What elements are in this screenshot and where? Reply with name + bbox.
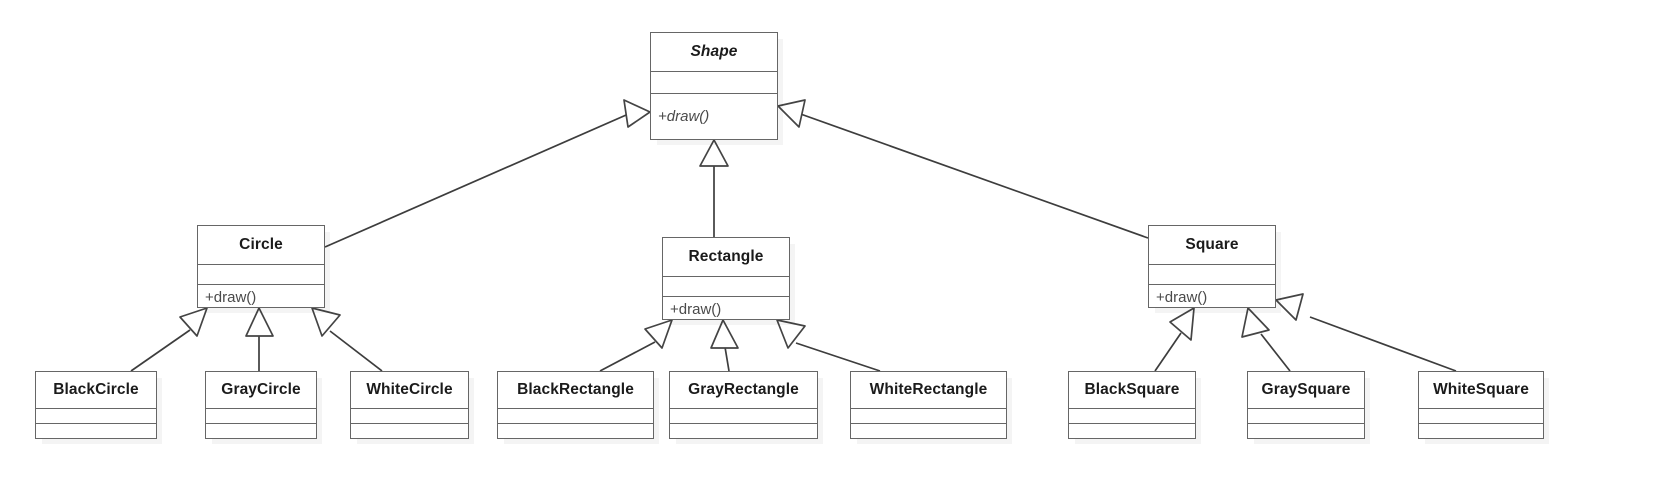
edge-graycircle-to-circle	[245, 307, 274, 371]
class-box-whitecircle[interactable]: WhiteCircle	[350, 371, 469, 439]
class-attributes-shape	[651, 71, 777, 93]
edge-blackcircle-to-circle	[130, 307, 208, 372]
class-operations-grayrectangle	[670, 423, 817, 438]
edge-blacksquare-to-square	[1154, 307, 1195, 372]
edge-whitesquare-to-square	[1275, 293, 1457, 372]
class-attributes-blackcircle	[36, 408, 156, 423]
class-box-grayrectangle[interactable]: GrayRectangle	[669, 371, 818, 439]
edge-circle-to-shape	[324, 99, 651, 248]
class-attributes-graycircle	[206, 408, 316, 423]
class-operations-whiterectangle	[851, 423, 1006, 438]
class-name-blackcircle: BlackCircle	[53, 381, 139, 398]
class-box-rectangle[interactable]: Rectangle +draw()	[662, 237, 790, 320]
class-operations-blackrectangle	[498, 423, 653, 438]
class-box-shape[interactable]: Shape +draw()	[650, 32, 778, 140]
class-operations-whitecircle	[351, 423, 468, 438]
class-attributes-whitesquare	[1419, 408, 1543, 423]
edge-graysquare-to-square	[1241, 307, 1291, 372]
class-name-blacksquare: BlackSquare	[1084, 381, 1180, 398]
edge-blackrectangle-to-rectangle	[599, 319, 673, 372]
class-box-graycircle[interactable]: GrayCircle	[205, 371, 317, 439]
class-box-whiterectangle[interactable]: WhiteRectangle	[850, 371, 1007, 439]
class-attributes-whitecircle	[351, 408, 468, 423]
class-name-graysquare: GraySquare	[1261, 381, 1351, 398]
class-box-blackrectangle[interactable]: BlackRectangle	[497, 371, 654, 439]
class-operations-blackcircle	[36, 423, 156, 438]
class-operations-rectangle: +draw()	[663, 296, 789, 321]
class-name-whitecircle: WhiteCircle	[366, 381, 453, 398]
class-name-shape: Shape	[690, 43, 738, 60]
class-attributes-circle	[198, 264, 324, 284]
class-operations-blacksquare	[1069, 423, 1195, 438]
class-name-blackrectangle: BlackRectangle	[517, 381, 634, 398]
class-attributes-square	[1149, 264, 1275, 284]
class-box-graysquare[interactable]: GraySquare	[1247, 371, 1365, 439]
class-name-square: Square	[1185, 236, 1239, 253]
class-attributes-rectangle	[663, 276, 789, 296]
class-name-rectangle: Rectangle	[688, 248, 764, 265]
class-name-graycircle: GrayCircle	[221, 381, 301, 398]
class-attributes-graysquare	[1248, 408, 1364, 423]
edge-rectangle-to-shape	[699, 139, 729, 237]
class-box-blackcircle[interactable]: BlackCircle	[35, 371, 157, 439]
class-attributes-grayrectangle	[670, 408, 817, 423]
class-operations-graycircle	[206, 423, 316, 438]
class-box-square[interactable]: Square +draw()	[1148, 225, 1276, 308]
edge-whiterectangle-to-rectangle	[776, 319, 881, 372]
edge-grayrectangle-to-rectangle	[710, 319, 739, 372]
class-name-circle: Circle	[239, 236, 283, 253]
class-name-whiterectangle: WhiteRectangle	[869, 381, 988, 398]
class-attributes-whiterectangle	[851, 408, 1006, 423]
class-attributes-blackrectangle	[498, 408, 653, 423]
class-box-whitesquare[interactable]: WhiteSquare	[1418, 371, 1544, 439]
class-name-grayrectangle: GrayRectangle	[688, 381, 799, 398]
class-attributes-blacksquare	[1069, 408, 1195, 423]
class-operations-circle: +draw()	[198, 284, 324, 309]
class-box-circle[interactable]: Circle +draw()	[197, 225, 325, 308]
class-operations-whitesquare	[1419, 423, 1543, 438]
class-box-blacksquare[interactable]: BlackSquare	[1068, 371, 1196, 439]
edge-square-to-shape	[777, 99, 1149, 239]
class-operations-square: +draw()	[1149, 284, 1275, 309]
class-operations-graysquare	[1248, 423, 1364, 438]
class-name-whitesquare: WhiteSquare	[1433, 381, 1529, 398]
class-operations-shape: +draw()	[651, 93, 777, 139]
edge-whitecircle-to-circle	[311, 307, 383, 372]
